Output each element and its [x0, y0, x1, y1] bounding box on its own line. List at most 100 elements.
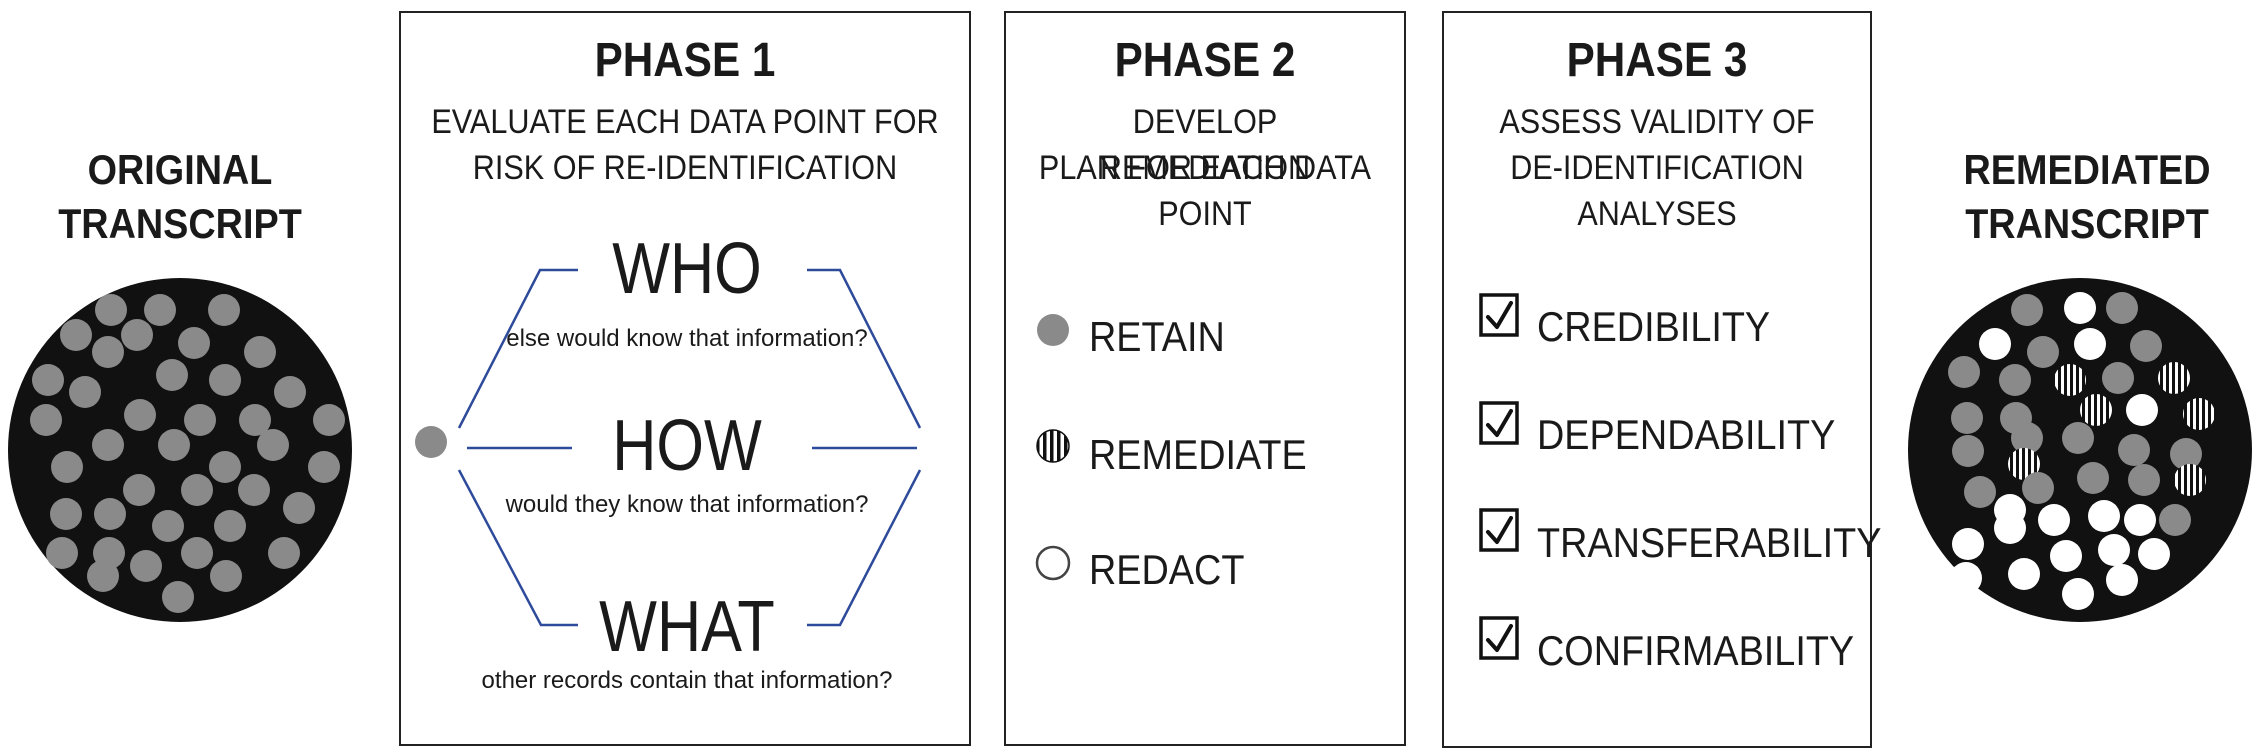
retained-dot	[2062, 422, 2094, 454]
data-point-dot	[244, 336, 276, 368]
redacted-dot	[2138, 538, 2170, 570]
phase3-panel: PHASE 3 ASSESS VALIDITY OF DE-IDENTIFICA…	[1442, 11, 1881, 748]
redacted-dot	[1994, 512, 2026, 544]
phase3-subtitle-line2: DE-IDENTIFICATION ANALYSES	[1510, 149, 1804, 233]
data-point-dot	[50, 498, 82, 530]
retained-dot	[2118, 434, 2150, 466]
data-point-dot	[130, 550, 162, 582]
data-point-dot	[144, 294, 176, 326]
data-point-dot	[181, 537, 213, 569]
what-question: other records contain that information?	[481, 667, 893, 694]
phase3-title: PHASE 3	[1566, 34, 1748, 87]
data-point-marker	[415, 426, 447, 458]
redact-label: REDACT	[1089, 546, 1245, 593]
retained-dot	[2022, 472, 2054, 504]
data-point-dot	[210, 560, 242, 592]
remediate-label: REMEDIATE	[1089, 431, 1307, 478]
data-point-dot	[181, 474, 213, 506]
data-point-dot	[283, 492, 315, 524]
data-point-dot	[308, 451, 340, 483]
data-point-dot	[69, 376, 101, 408]
data-point-dot	[209, 364, 241, 396]
data-point-dot	[178, 327, 210, 359]
data-point-dot	[121, 319, 153, 351]
retained-dot	[1951, 402, 1983, 434]
transferability-label: TRANSFERABILITY	[1537, 519, 1882, 566]
dependability-label: DEPENDABILITY	[1537, 411, 1836, 458]
data-point-dot	[313, 404, 345, 436]
retained-dot	[2159, 504, 2191, 536]
remediated-title-line1: REMEDIATED	[1963, 146, 2211, 193]
what-heading: WHAT	[599, 587, 775, 667]
data-point-dot	[257, 429, 289, 461]
data-point-dot	[162, 581, 194, 613]
transferability-checkbox-icon	[1479, 508, 1519, 552]
data-point-dot	[152, 510, 184, 542]
remediated-dot	[2008, 448, 2040, 480]
retain-label: RETAIN	[1089, 313, 1225, 360]
data-point-dot	[158, 429, 190, 461]
phase2-panel: PHASE 2 DEVELOP REMEDIATION PLAN FOR EAC…	[1004, 11, 1406, 746]
redacted-dot	[2106, 564, 2138, 596]
phase2-subtitle-line1: DEVELOP REMEDIATION	[1099, 103, 1311, 187]
phase1-title: PHASE 1	[594, 34, 776, 87]
redacted-dot	[2038, 504, 2070, 536]
remediated-dot	[2054, 364, 2086, 396]
redacted-dot	[2050, 540, 2082, 572]
dependability-check-icon	[1486, 409, 1513, 437]
retained-dot	[2077, 462, 2109, 494]
data-point-dot	[30, 404, 62, 436]
data-point-dot	[239, 404, 271, 436]
redacted-dot	[1950, 562, 1982, 594]
data-point-dot	[94, 498, 126, 530]
redacted-dot	[2126, 394, 2158, 426]
phase1-subtitle-line2: RISK OF RE-IDENTIFICATION	[472, 149, 898, 187]
retained-dot	[2027, 336, 2059, 368]
retained-dot	[2170, 438, 2202, 470]
original-title-line1: ORIGINAL	[87, 146, 273, 193]
who-question: else would know that information?	[506, 325, 868, 352]
retained-dot	[2130, 330, 2162, 362]
remediated-dot	[2183, 398, 2215, 430]
data-point-dot	[92, 336, 124, 368]
data-point-dot	[95, 294, 127, 326]
data-point-dot	[46, 537, 78, 569]
data-point-dot	[60, 319, 92, 351]
remediated-title-line2: TRANSCRIPT	[1965, 200, 2209, 247]
data-point-dot	[209, 451, 241, 483]
retained-dot	[2102, 362, 2134, 394]
redacted-dot	[2124, 504, 2156, 536]
remediated-dot	[2174, 464, 2206, 496]
data-point-dot	[208, 294, 240, 326]
retained-dot	[1948, 356, 1980, 388]
original-transcript-title: ORIGINAL TRANSCRIPT	[45, 143, 315, 251]
phase2-subtitle-line2: PLAN FOR EACH DATA POINT	[1038, 149, 1372, 233]
data-point-dot	[274, 376, 306, 408]
remediated-transcript-title: REMEDIATED TRANSCRIPT	[1952, 143, 2222, 251]
remediated-dot	[2158, 362, 2190, 394]
data-point-dot	[51, 451, 83, 483]
remediated-dot	[2080, 394, 2112, 426]
retained-dot	[2128, 464, 2160, 496]
data-point-dot	[156, 359, 188, 391]
remediate-marker	[1036, 429, 1070, 463]
redacted-dot	[2062, 578, 2094, 610]
retained-dot	[1999, 364, 2031, 396]
data-point-dot	[87, 560, 119, 592]
credibility-check-icon	[1486, 301, 1513, 329]
data-point-dot	[123, 474, 155, 506]
original-title-line2: TRANSCRIPT	[58, 200, 302, 247]
retain-marker	[1037, 314, 1069, 346]
phase3-subtitle-line1: ASSESS VALIDITY OF	[1499, 103, 1815, 141]
data-point-dot	[214, 510, 246, 542]
how-heading: HOW	[612, 406, 762, 486]
retained-dot	[2011, 294, 2043, 326]
phase1-panel: PHASE 1 EVALUATE EACH DATA POINT FOR RIS…	[399, 11, 971, 746]
connector-lines	[457, 268, 922, 627]
data-point-dot	[238, 474, 270, 506]
